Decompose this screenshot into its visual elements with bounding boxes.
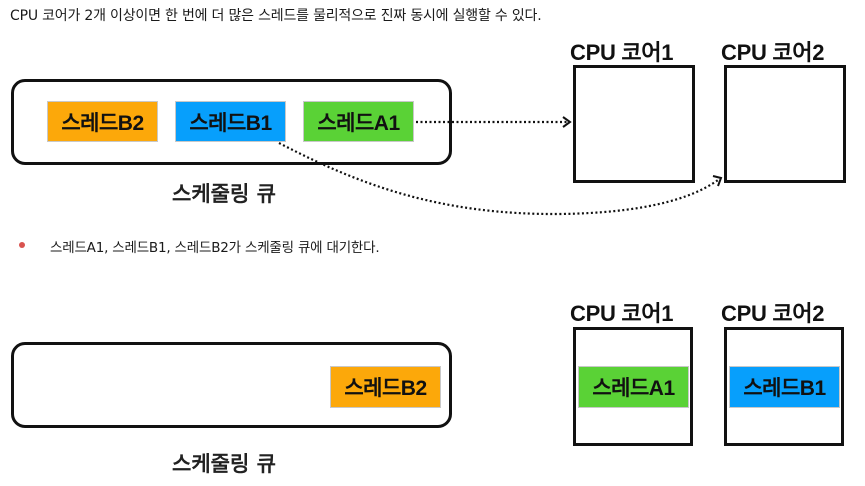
bullet-text: 스레드A1, 스레드B1, 스레드B2가 스케줄링 큐에 대기한다. xyxy=(50,240,380,256)
thread-b1-top: 스레드B1 xyxy=(175,101,286,142)
queue-label-bottom: 스케줄링 큐 xyxy=(172,452,276,476)
queue-label-top: 스케줄링 큐 xyxy=(172,182,276,206)
thread-b1-on-core2: 스레드B1 xyxy=(729,366,840,408)
cpu-core1-top xyxy=(573,65,695,183)
core2-title-top: CPU 코어2 xyxy=(721,40,825,65)
thread-a1-on-core1: 스레드A1 xyxy=(578,366,689,408)
core1-title-bottom: CPU 코어1 xyxy=(570,301,674,326)
core2-title-bottom: CPU 코어2 xyxy=(721,301,825,326)
thread-b2-top: 스레드B2 xyxy=(47,101,158,142)
thread-a1-top: 스레드A1 xyxy=(303,101,414,142)
core1-title-top: CPU 코어1 xyxy=(570,40,674,65)
bullet-icon xyxy=(19,242,25,248)
intro-text: CPU 코어가 2개 이상이면 한 번에 더 많은 스레드를 물리적으로 진짜 … xyxy=(10,8,542,24)
cpu-core2-top xyxy=(724,65,846,183)
thread-b2-bottom: 스레드B2 xyxy=(330,366,441,408)
